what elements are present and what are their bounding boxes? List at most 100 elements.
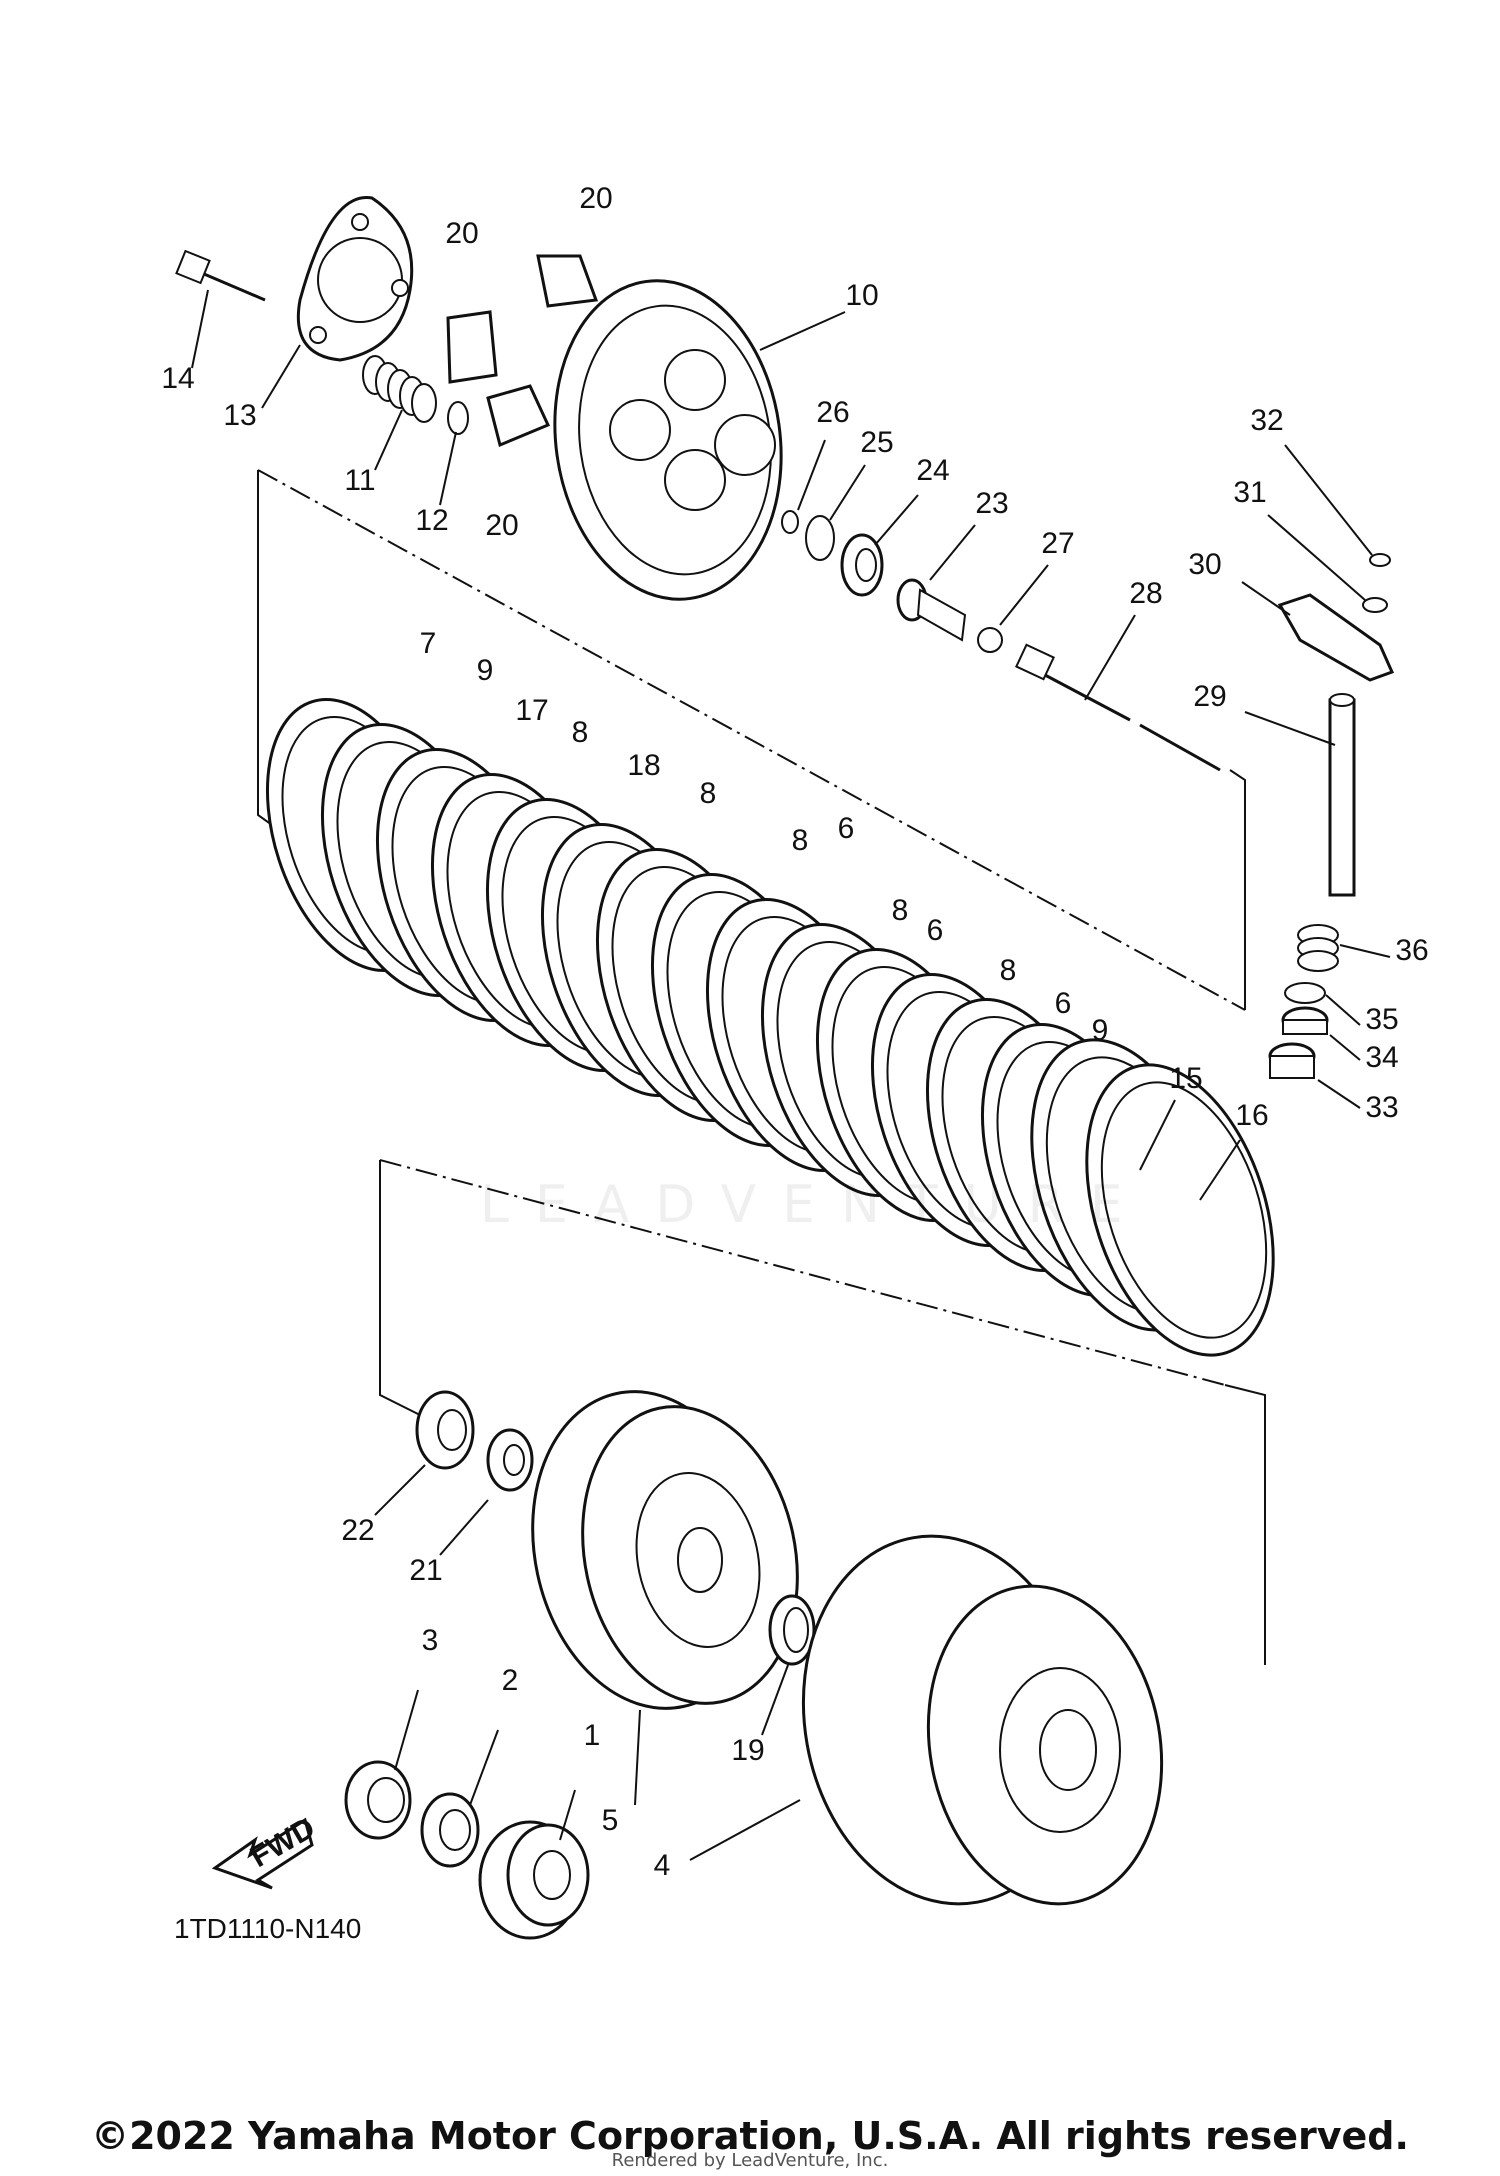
callout-number: 30 <box>1188 548 1221 581</box>
nut-22-part <box>415 1390 475 1470</box>
circlip-35-part <box>1284 982 1326 1004</box>
callout-number: 26 <box>816 396 849 429</box>
callout-number: 8 <box>792 824 809 857</box>
callout-number: 21 <box>409 1554 442 1587</box>
callout-number: 15 <box>1169 1062 1202 1095</box>
callout-number: 3 <box>422 1624 439 1657</box>
leader-line <box>999 564 1049 626</box>
leader-line <box>1325 994 1361 1026</box>
callout-4: 4 <box>654 1799 801 1882</box>
callout-15: 15 <box>1139 1062 1203 1171</box>
callout-12: 12 <box>415 431 457 537</box>
callout-number: 4 <box>654 1849 671 1882</box>
lower-assembly-frame-right <box>1224 1384 1266 1665</box>
weight-20b-part <box>486 384 551 448</box>
leader-line <box>1199 1139 1241 1201</box>
callout-34: 34 <box>1329 1034 1399 1074</box>
push-rod-23-part <box>896 578 967 642</box>
callout-number: 6 <box>927 914 944 947</box>
plate-disk <box>1085 1063 1275 1357</box>
bearing-33-part <box>1268 1042 1316 1079</box>
callout-32: 32 <box>1250 404 1373 556</box>
callout-number: 33 <box>1365 1091 1398 1124</box>
diagram-code: 1TD1110-N140 <box>174 1913 362 1944</box>
leader-line <box>797 439 826 511</box>
callout-number: 2 <box>502 1664 519 1697</box>
callout-number: 8 <box>892 894 909 927</box>
callout-number: 36 <box>1395 934 1428 967</box>
leader-line <box>191 289 209 369</box>
callout-1: 1 <box>559 1719 600 1841</box>
fwd-arrow-icon: FWD <box>211 1811 321 1890</box>
rendered-by-notice: Rendered by LeadVenture, Inc. <box>611 2150 889 2171</box>
clutch-spring-part <box>362 355 437 423</box>
callout-30: 30 <box>1188 548 1291 616</box>
callout-number: 9 <box>1092 1014 1109 1047</box>
ball-27-part <box>977 627 1003 653</box>
leader-line <box>1139 1099 1176 1171</box>
spacer-3-part <box>344 1760 412 1840</box>
upper-assembly-frame-top <box>257 469 1246 1011</box>
callout-11: 11 <box>344 409 403 497</box>
pressure-plate-part <box>553 279 783 601</box>
leader-line <box>559 1789 576 1841</box>
callout-9: 9 <box>1092 1014 1109 1047</box>
leader-line <box>261 344 301 409</box>
leader-line <box>1329 1034 1361 1061</box>
callout-number: 27 <box>1041 527 1074 560</box>
callout-24: 24 <box>874 454 950 546</box>
callout-8: 8 <box>1000 954 1017 987</box>
callout-number: 14 <box>161 362 194 395</box>
leader-line <box>394 1689 419 1771</box>
leader-line <box>634 1709 641 1806</box>
oil-seal-34-part <box>1281 1006 1329 1035</box>
callout-number: 22 <box>341 1514 374 1547</box>
callout-35: 35 <box>1325 994 1399 1036</box>
leader-line <box>374 1464 426 1516</box>
leader-line <box>1317 1079 1361 1109</box>
leader-line <box>1339 944 1391 958</box>
callout-13: 13 <box>223 344 301 432</box>
callout-number: 35 <box>1365 1003 1398 1036</box>
push-lever-shaft-part <box>1328 693 1356 897</box>
washer-2-part <box>420 1792 480 1868</box>
leader-line <box>759 311 846 351</box>
callout-8: 8 <box>792 824 809 857</box>
callout-2: 2 <box>469 1664 519 1806</box>
leader-line <box>829 464 866 521</box>
gear-1-part <box>478 1820 590 1940</box>
callout-36: 36 <box>1339 934 1429 967</box>
leader-line <box>469 1729 499 1806</box>
push-rod-28-part <box>1015 643 1221 772</box>
callout-number: 9 <box>477 654 494 687</box>
callout-number: 5 <box>602 1804 619 1837</box>
callout-23: 23 <box>929 487 1009 581</box>
leader-line <box>761 1664 789 1736</box>
callout-20: 20 <box>485 509 518 542</box>
callout-6: 6 <box>1055 987 1072 1020</box>
bearing-24-part <box>840 533 884 597</box>
clutch-plate-stack <box>265 698 1275 1357</box>
callout-number: 13 <box>223 399 256 432</box>
callout-number: 8 <box>1000 954 1017 987</box>
callout-number: 31 <box>1233 476 1266 509</box>
callout-number: 6 <box>838 812 855 845</box>
callout-number: 20 <box>579 182 612 215</box>
watermark: LEADVENTURE <box>480 1175 1149 1235</box>
callout-9: 9 <box>477 654 494 687</box>
callout-number: 34 <box>1365 1041 1398 1074</box>
callout-number: 25 <box>860 426 893 459</box>
washer-31-part <box>1362 597 1388 613</box>
callout-20: 20 <box>579 182 612 215</box>
callout-18: 18 <box>627 749 660 782</box>
callout-number: 10 <box>845 279 878 312</box>
callout-6: 6 <box>927 914 944 947</box>
callout-22: 22 <box>341 1464 426 1547</box>
leader-line <box>689 1799 801 1861</box>
clutch-housing-part <box>801 1534 1164 1906</box>
washer-12-part <box>447 401 469 435</box>
callout-number: 19 <box>731 1734 764 1767</box>
callout-number: 17 <box>515 694 548 727</box>
spring-holder-part <box>296 195 414 362</box>
